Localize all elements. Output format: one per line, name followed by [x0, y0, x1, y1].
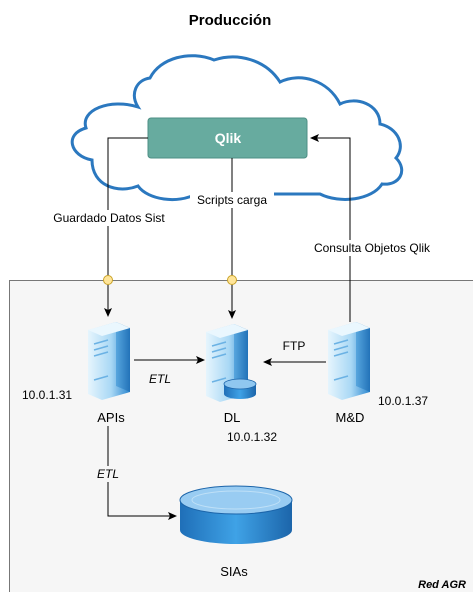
name-sias: SIAs: [220, 564, 248, 579]
name-apis: APIs: [97, 410, 125, 425]
database-icon: [223, 378, 257, 399]
label-guardado-bg: [47, 210, 171, 226]
ip-dl: 10.0.1.32: [227, 430, 277, 444]
label-etl-apis-sias: ETL: [97, 467, 119, 481]
database-sias[interactable]: [179, 485, 293, 544]
connector-dot-dl: [227, 275, 237, 285]
label-consulta: Consulta Objetos Qlik: [314, 241, 431, 255]
label-ftp: FTP: [283, 339, 306, 353]
qlik-label: Qlik: [215, 130, 242, 146]
label-scripts-bg: [190, 192, 274, 208]
label-scripts: Scripts carga: [197, 193, 267, 207]
label-consulta-bg: [302, 240, 440, 256]
ip-md: 10.0.1.37: [378, 394, 428, 408]
label-guardado: Guardado Datos Sist: [53, 211, 165, 225]
link-etl-apis-sias: [107, 426, 177, 520]
link-consulta: [310, 134, 351, 322]
ip-apis: 10.0.1.31: [22, 388, 72, 402]
name-dl: DL: [224, 410, 241, 425]
diagram-title: Producción: [189, 12, 272, 29]
server-apis[interactable]: [88, 322, 130, 400]
connector-dot-apis: [103, 275, 113, 285]
label-etl-sias-bg: [94, 466, 122, 482]
network-label: Red AGR: [418, 579, 466, 591]
name-md: M&D: [336, 410, 365, 425]
link-guardado: [107, 137, 148, 292]
label-etl-apis-dl: ETL: [149, 372, 171, 386]
server-md[interactable]: [328, 322, 370, 400]
